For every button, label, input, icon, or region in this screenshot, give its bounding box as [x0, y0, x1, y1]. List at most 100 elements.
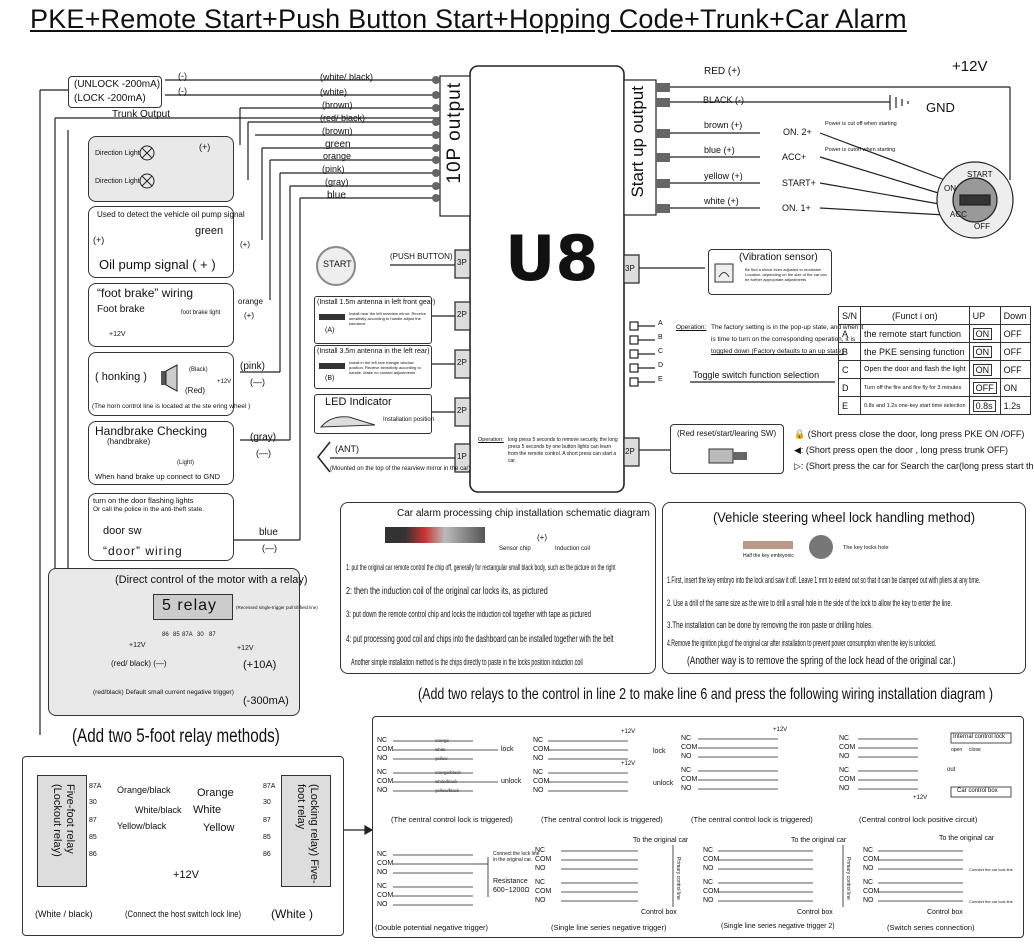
chip-plus: (+): [537, 533, 547, 542]
ncom-label: NC: [377, 737, 388, 744]
direction-light-1: Direction Light: [95, 150, 140, 157]
fob-trunk-text: ◀: (Short press open the door , long pre…: [794, 445, 1008, 456]
operation-abc-line-3: toggled down (Factory defaults to an up …: [711, 348, 844, 355]
fob-search-label: : (Short press the car for Search the ca…: [800, 461, 1034, 471]
d3-caption: (The central control lock is triggered): [691, 815, 813, 824]
row-up: OFF: [968, 378, 1001, 397]
oil-pump-green: green: [195, 225, 224, 237]
ncom-label: NO: [839, 753, 850, 760]
chip-install-box: Car alarm processing chip installation s…: [340, 502, 656, 674]
relay-5-block: 5 relay: [153, 594, 233, 620]
relay-5-300ma: (-300mA): [243, 695, 289, 707]
chip-step-3-text: 3: put down the remote control chip and …: [346, 609, 592, 619]
steering-step-1-text: 1.First, insert the key embryo into the …: [667, 575, 981, 585]
operation-abc-line-1: The factory setting is in the pop-up sta…: [711, 324, 864, 331]
ant-label: (ANT): [335, 444, 359, 454]
fob-lock-text: 🔒 (Short press close the door, long pres…: [794, 429, 1024, 440]
chip-sensor: Sensor chip: [499, 546, 531, 552]
antenna-1-tag: (A): [325, 327, 335, 334]
ncom-label: COM: [377, 860, 394, 867]
steering-alt-text: (Another way is to remove the spring of …: [687, 655, 956, 667]
row-down: ON: [999, 378, 1031, 397]
relay-5-12v-a: +12V: [129, 642, 146, 649]
port-led: 2P: [457, 406, 467, 415]
foot-brake-plus: (+): [244, 311, 254, 320]
locking-relay-label: (Locking relay) Five-foot relay: [295, 784, 320, 884]
direction-light-2: Direction Light: [95, 178, 140, 185]
d6-box: Control box: [641, 909, 677, 916]
chip-step-1: 1: put the original car remote control t…: [346, 563, 781, 572]
honking-12v: +12V: [217, 379, 232, 385]
ncom-label: NO: [535, 865, 546, 872]
bulb-icon: [139, 145, 155, 189]
operation-small-label: Operation:: [478, 437, 504, 443]
antenna-2-box: (Install 3.5m antenna in the left rear) …: [314, 345, 432, 389]
d1-caption: (The central control lock is triggered): [391, 815, 513, 824]
ncom-label: COM: [377, 892, 394, 899]
wire-label: yellow: [435, 756, 448, 761]
row-function: the remote start function: [860, 324, 970, 343]
chip-step-2: 2: then the induction coil of the origin…: [346, 586, 626, 597]
up-flag: ON: [972, 363, 993, 376]
wire-white-black: (white/ black): [320, 72, 374, 82]
honking-black: (Black): [189, 367, 208, 373]
honking-box: ( honking ) (Black) (Red) +12V (The horn…: [88, 352, 250, 416]
d2-unlock: unlock: [653, 780, 674, 787]
door-line-2: Or call the police in the anti-theft sta…: [93, 506, 204, 513]
wire-red-black: (red/ black): [320, 113, 366, 123]
relay-pin-87a: 87A: [182, 632, 193, 638]
handbrake-box: Handbrake Checking (handbrake) (Light) W…: [88, 421, 234, 485]
d4-open: open: [951, 747, 963, 753]
relay-pin-87: 87: [209, 632, 216, 638]
ncom-label: NO: [703, 897, 714, 904]
push-button-label: (PUSH BUTTON): [390, 252, 453, 261]
row-sn: E: [837, 396, 862, 415]
ncom-label: COM: [681, 744, 698, 751]
foot-brake-title: “foot brake” wiring: [97, 286, 194, 300]
vibration-sensor-box: (Vibration sensor) Be find a shock even …: [708, 249, 832, 295]
ncom-label: COM: [839, 744, 856, 751]
lock-hole-image: [809, 535, 833, 559]
startup-start: START+: [782, 178, 816, 188]
right-out-yellow: Yellow: [203, 822, 235, 834]
ncom-label: NO: [703, 865, 714, 872]
d8-to-car: To the original car: [939, 835, 995, 842]
foot-brake-box: “foot brake” wiring Foot brake foot brak…: [88, 283, 234, 347]
ncom-label: NC: [863, 879, 874, 886]
d4-close: close: [969, 747, 981, 753]
start-button-label: START: [323, 259, 352, 269]
ncom-label: COM: [703, 856, 720, 863]
door-line-1: turn on the door flashing lights: [93, 496, 194, 505]
antenna-2-tag: (B): [325, 375, 335, 382]
row-down: OFF: [999, 342, 1031, 361]
operation-small-text: long press 5 seconds to remove security,…: [508, 437, 618, 464]
ncom-label: NO: [839, 785, 850, 792]
d5-resistance: Resistance: [493, 878, 528, 885]
steering-step-1: 1.First, insert the key embryo into the …: [667, 575, 1034, 585]
foot-brake-sub: Foot brake: [97, 304, 145, 315]
d5-resistance-value: 600~1200Ω: [493, 887, 530, 894]
d2-caption: (The central control lock is triggered): [541, 815, 663, 824]
d2-12v-a: +12V: [621, 729, 636, 735]
ncom-label: NO: [377, 869, 388, 876]
left-pin-30: 30: [89, 799, 97, 806]
row-sn: C: [837, 360, 862, 379]
door-box: turn on the door flashing lights Or call…: [88, 493, 234, 561]
trunk-icon: ◀: [794, 445, 801, 455]
startup-cut-2: Power is cutoff when starting: [825, 147, 896, 153]
five-foot-white: (White ): [271, 907, 313, 921]
startup-on1: ON. 1+: [782, 203, 811, 213]
toggle-c: C: [658, 348, 664, 355]
relay-5-default: (red/black) Default small current negati…: [93, 689, 234, 696]
chip-step-3: 3: put down the remote control chip and …: [346, 609, 717, 619]
fob-search-text: ▷: (Short press the car for Search the c…: [794, 461, 1034, 472]
d6-line: Primary control line: [675, 857, 681, 900]
row-function: Turn off the fire and fire fly for 3 min…: [860, 378, 970, 397]
wire-label: white/black: [435, 779, 458, 784]
ncom-label: COM: [535, 856, 552, 863]
output-10p-label: 10P output: [444, 82, 465, 184]
